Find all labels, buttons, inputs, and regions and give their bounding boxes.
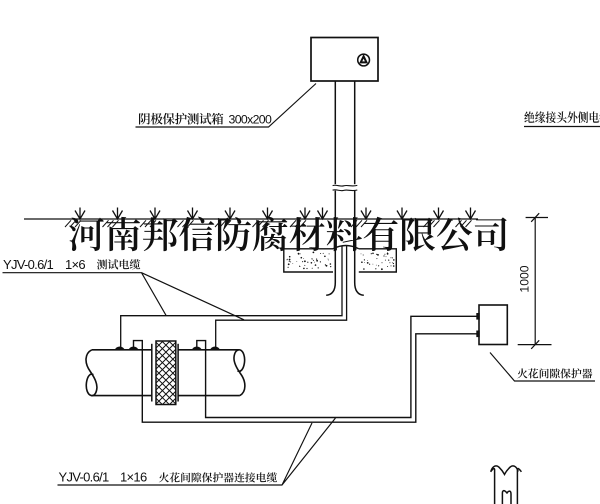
svg-text:1000: 1000 bbox=[517, 265, 531, 292]
svg-text:1×16: 1×16 bbox=[120, 470, 147, 485]
svg-text:火花间隙保护器: 火花间隙保护器 bbox=[517, 367, 593, 382]
svg-text:1×6: 1×6 bbox=[65, 257, 85, 272]
svg-text:YJV-0.6/1: YJV-0.6/1 bbox=[3, 257, 54, 272]
svg-text:测试电缆: 测试电缆 bbox=[97, 257, 141, 273]
svg-text:河南邦信防腐材料有限公司: 河南邦信防腐材料有限公司 bbox=[68, 206, 510, 259]
svg-text:绝缘接头外侧电缆: 绝缘接头外侧电缆 bbox=[524, 107, 600, 126]
svg-text:阴极保护测试箱: 阴极保护测试箱 bbox=[138, 108, 224, 127]
svg-text:300x200: 300x200 bbox=[229, 112, 272, 126]
svg-text:火花间隙保护器连接电缆: 火花间隙保护器连接电缆 bbox=[159, 471, 278, 486]
svg-text:YJV-0.6/1: YJV-0.6/1 bbox=[59, 470, 110, 485]
